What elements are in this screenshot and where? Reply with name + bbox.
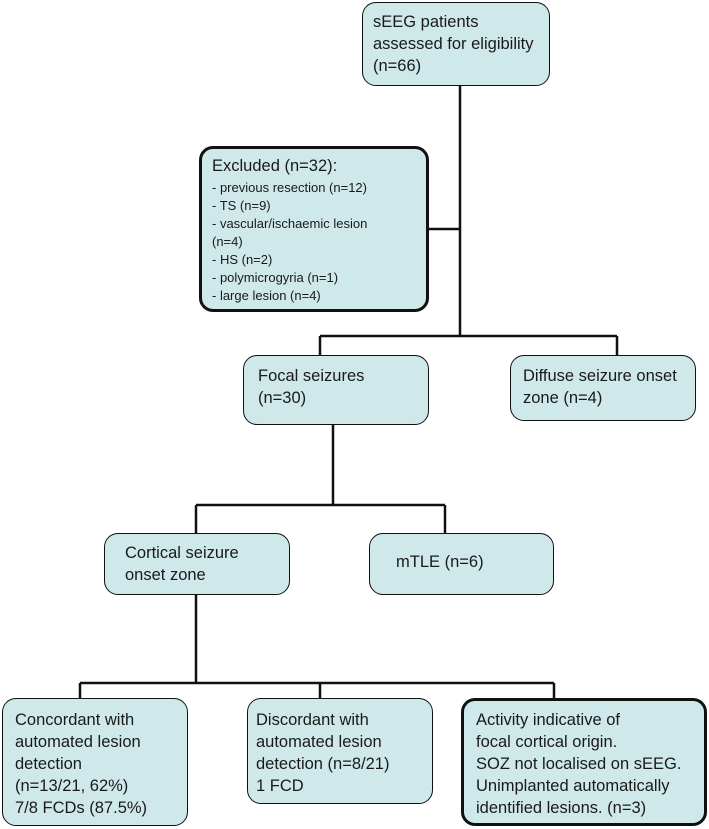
activity-line-4: Unimplanted automatically [476, 777, 670, 795]
mtle-line-1: mTLE (n=6) [396, 553, 484, 571]
excluded-item: - TS (n=9) [212, 198, 271, 213]
activity-line-1: Activity indicative of [476, 711, 620, 729]
concordant-line-2: automated lesion [15, 733, 141, 751]
cortical-line-1: Cortical seizure [125, 544, 239, 562]
discordant-line-1: Discordant with [256, 711, 369, 729]
excluded-item: (n=4) [212, 234, 243, 249]
discordant-line-4: 1 FCD [256, 777, 304, 795]
activity-line-5: identified lesions. (n=3) [476, 799, 647, 817]
box-cortical-onset: Cortical seizure onset zone [104, 533, 290, 595]
box-activity-indicative: Activity indicative of focal cortical or… [461, 698, 707, 826]
eligibility-line-3: (n=66) [373, 57, 422, 75]
excluded-item: - vascular/ischaemic lesion [212, 216, 368, 231]
excluded-item: - HS (n=2) [212, 252, 273, 267]
excluded-title: Excluded (n=32): [212, 157, 338, 175]
activity-line-2: focal cortical origin. [476, 733, 618, 751]
box-focal-seizures: Focal seizures (n=30) [243, 355, 429, 425]
diffuse-line-2: zone (n=4) [523, 389, 603, 407]
box-discordant: Discordant with automated lesion detecti… [247, 698, 433, 804]
excluded-item: - previous resection (n=12) [212, 180, 367, 195]
focal-line-2: (n=30) [258, 389, 307, 407]
discordant-line-2: automated lesion [256, 733, 382, 751]
cortical-line-2: onset zone [125, 566, 206, 584]
eligibility-line-2: assessed for eligibility [373, 35, 534, 53]
diffuse-line-1: Diffuse seizure onset [523, 367, 677, 385]
concordant-line-1: Concordant with [15, 711, 135, 729]
excluded-item: - polymicrogyria (n=1) [212, 270, 339, 285]
focal-line-1: Focal seizures [258, 367, 365, 385]
discordant-line-3: detection (n=8/21) [256, 755, 390, 773]
eligibility-line-1: sEEG patients [373, 13, 479, 31]
box-diffuse-onset: Diffuse seizure onset zone (n=4) [510, 355, 696, 421]
box-mtle: mTLE (n=6) [369, 533, 554, 595]
activity-line-3: SOZ not localised on sEEG. [476, 755, 682, 773]
concordant-line-5: 7/8 FCDs (87.5%) [15, 799, 148, 817]
excluded-item: - large lesion (n=4) [212, 288, 321, 303]
box-concordant: Concordant with automated lesion detecti… [2, 698, 188, 826]
concordant-line-3: detection [15, 755, 82, 773]
box-eligibility: sEEG patients assessed for eligibility (… [362, 2, 550, 86]
box-excluded: Excluded (n=32): - previous resection (n… [199, 146, 429, 312]
concordant-line-4: (n=13/21, 62%) [15, 777, 129, 795]
